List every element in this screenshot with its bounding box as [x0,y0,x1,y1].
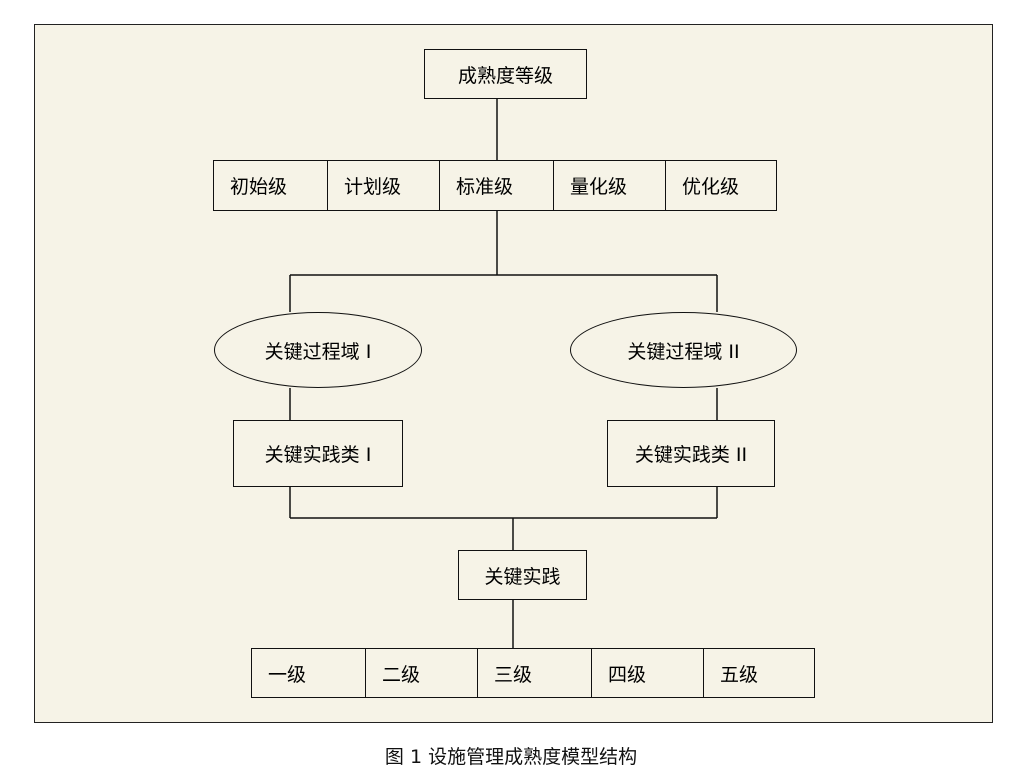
grade-cell-2: 二级 [365,649,477,697]
practice-class-1: 关键实践类 I [233,420,403,487]
levels-row: 初始级 计划级 标准级 量化级 优化级 [213,160,777,211]
root-node: 成熟度等级 [424,49,587,99]
key-practice-node: 关键实践 [458,550,587,600]
process-domain-2: 关键过程域 II [570,312,797,388]
level-cell-3: 标准级 [439,161,553,210]
grade-cell-5: 五级 [703,649,813,697]
level-cell-1: 初始级 [230,176,288,198]
grade-cell-4: 四级 [591,649,703,697]
grade-cell-3: 三级 [477,649,591,697]
figure-caption: 图 1 设施管理成熟度模型结构 [384,746,638,768]
grades-row: 一级 二级 三级 四级 五级 [251,648,815,698]
level-cell-4: 量化级 [553,161,665,210]
grade-cell-1: 一级 [268,663,307,686]
practice-class-2: 关键实践类 II [607,420,775,487]
process-domain-1: 关键过程域 I [214,312,422,388]
level-cell-5: 优化级 [665,161,775,210]
level-cell-2: 计划级 [327,161,439,210]
